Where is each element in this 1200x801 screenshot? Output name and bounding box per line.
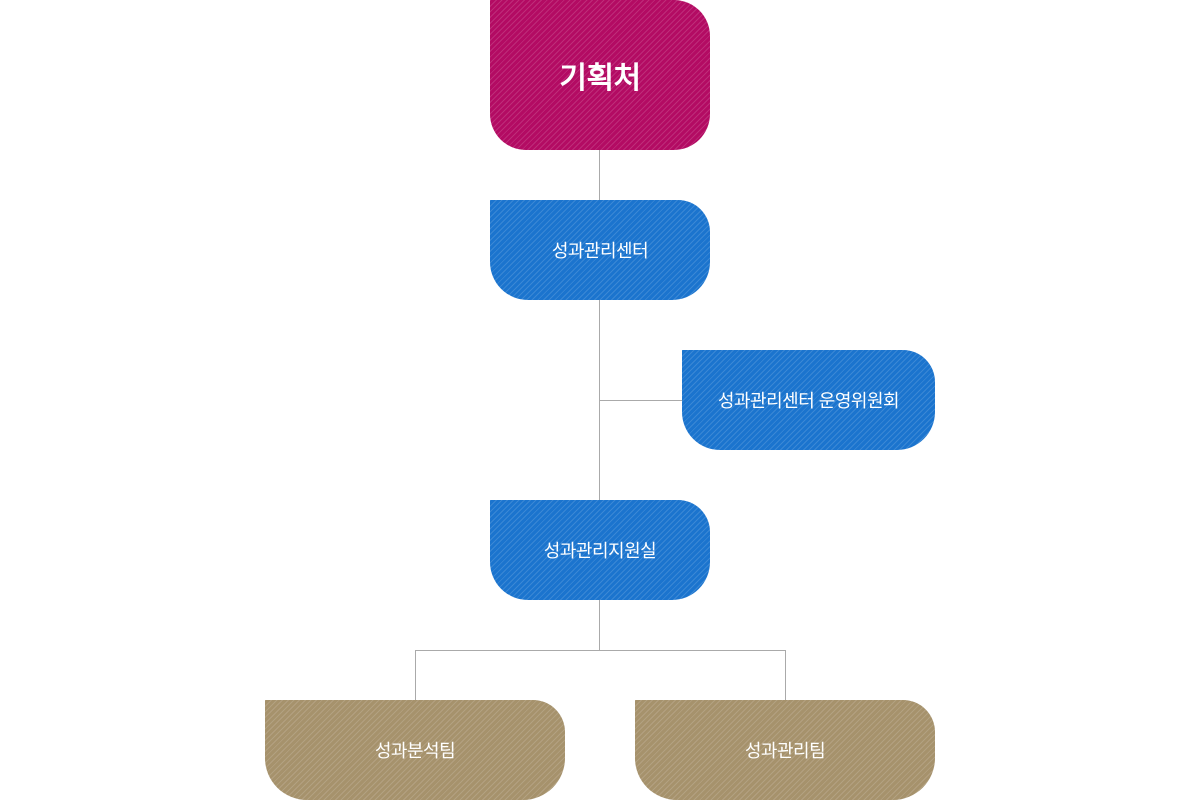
org-node-planning-label: 기획처: [559, 62, 641, 95]
connector-center-to-support: [599, 300, 600, 500]
org-node-performance-center: 성과관리센터: [490, 200, 710, 300]
connector-support-down: [599, 600, 600, 650]
org-node-support-office-label: 성과관리지원실: [543, 541, 657, 561]
org-node-analysis-team: 성과분석팀: [265, 700, 565, 800]
org-node-operating-committee-label: 성과관리센터 운영위원회: [717, 391, 900, 411]
org-node-performance-center-label: 성과관리센터: [551, 241, 649, 261]
connector-committee-branch: [600, 400, 682, 401]
connector-management-drop: [785, 650, 786, 700]
org-node-planning: 기획처: [490, 0, 710, 150]
org-node-management-team-label: 성과관리팀: [744, 741, 826, 761]
connector-analysis-drop: [415, 650, 416, 700]
org-node-operating-committee: 성과관리센터 운영위원회: [682, 350, 935, 450]
connector-planning-to-center: [599, 150, 600, 200]
org-node-analysis-team-label: 성과분석팀: [374, 741, 456, 761]
org-node-management-team: 성과관리팀: [635, 700, 935, 800]
org-node-support-office: 성과관리지원실: [490, 500, 710, 600]
connector-teams-horizontal: [415, 650, 785, 651]
